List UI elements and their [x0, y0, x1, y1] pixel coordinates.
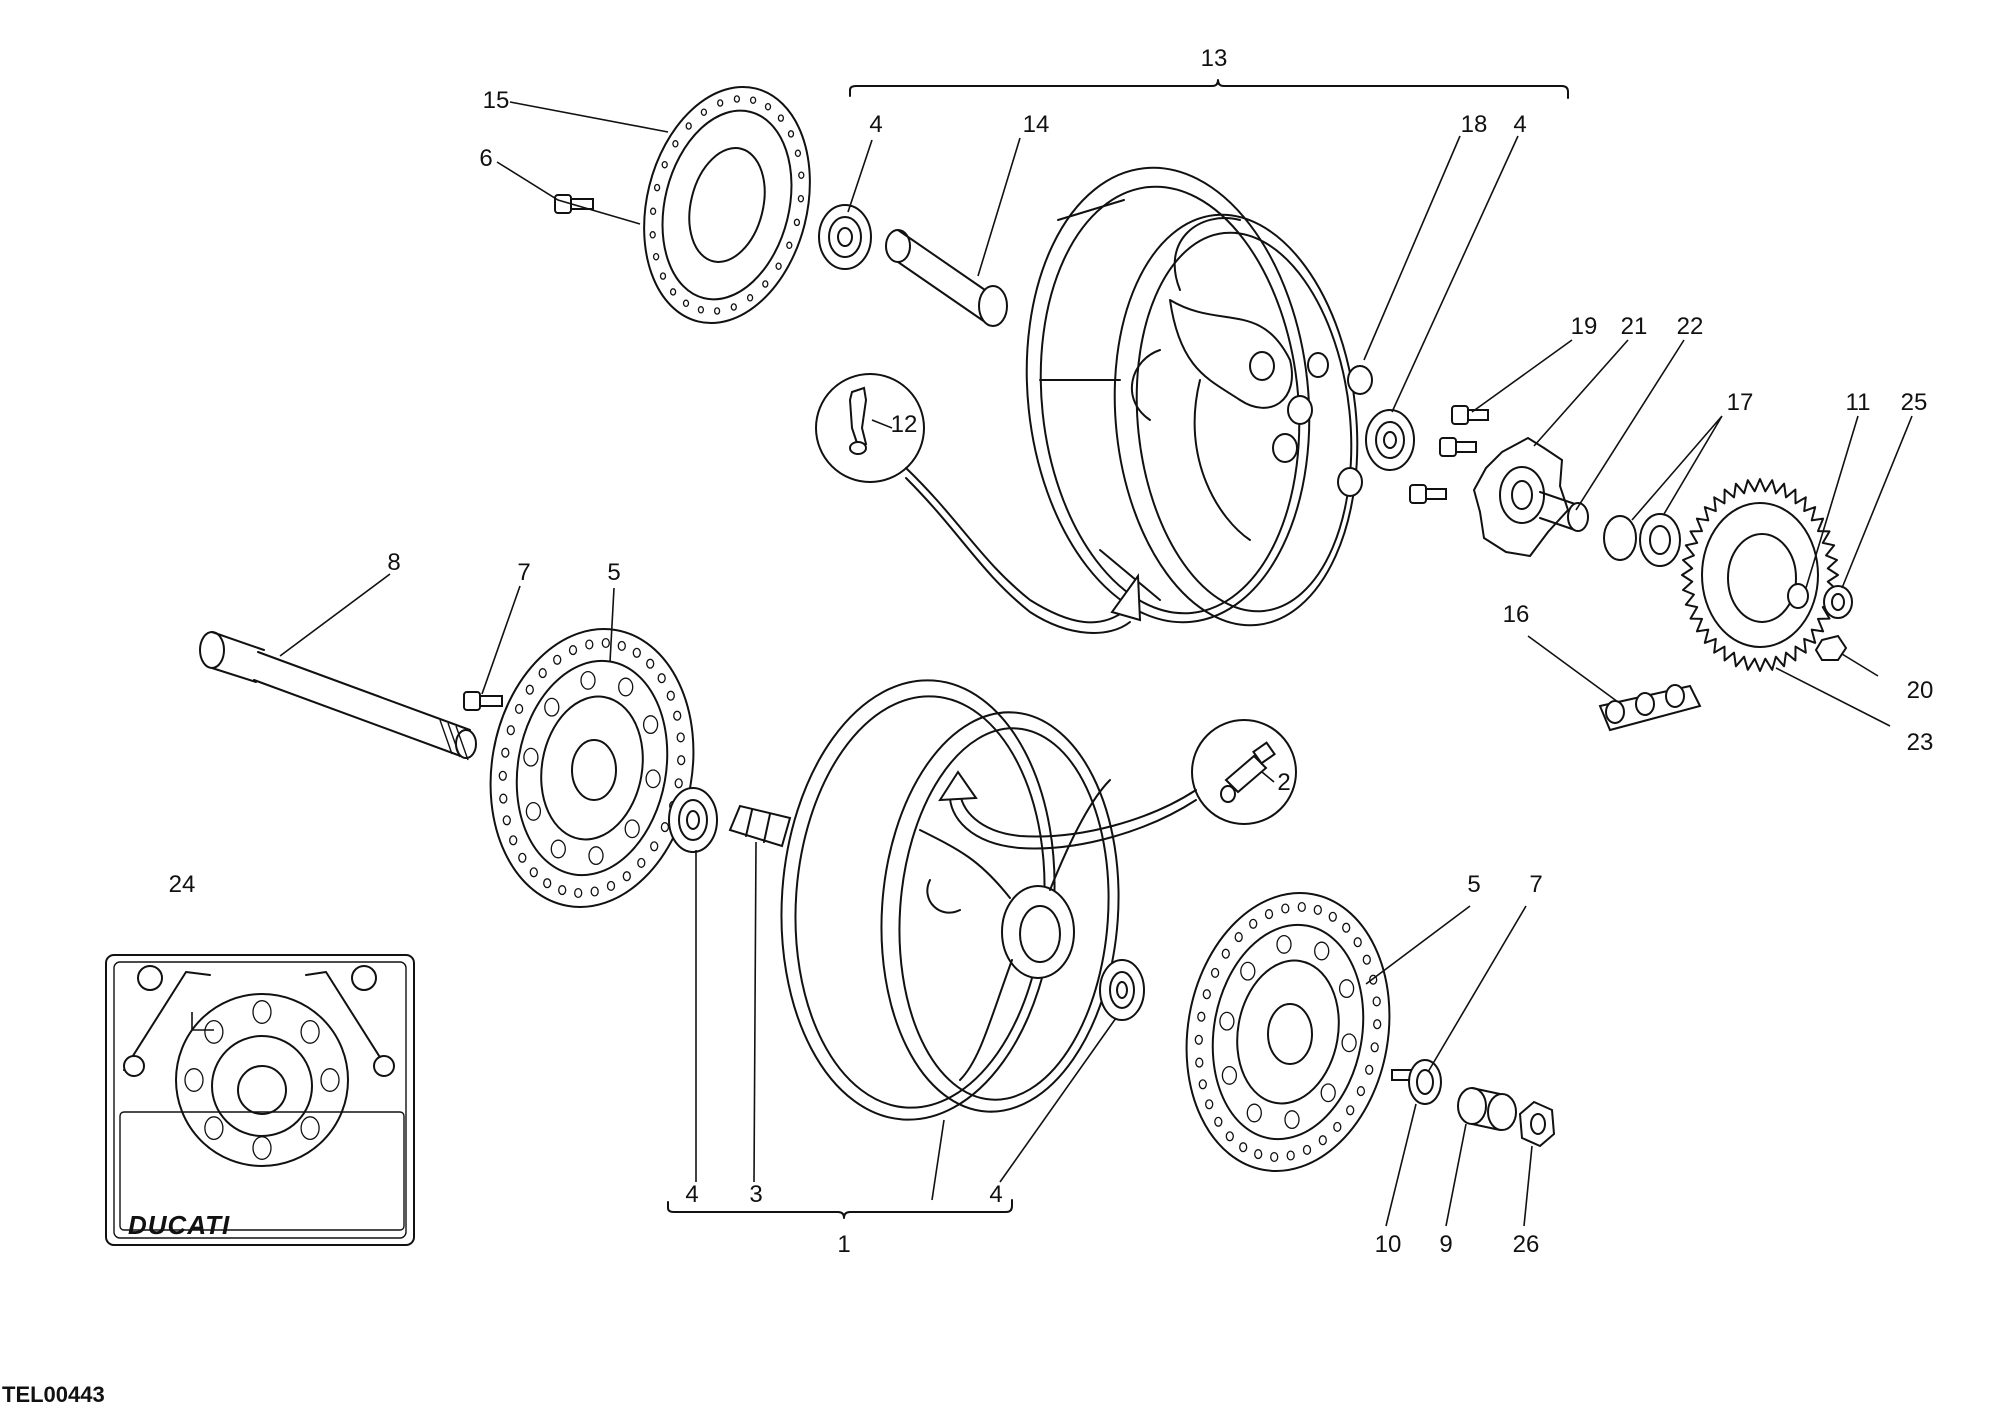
callout-1: 1 — [837, 1231, 850, 1258]
chain-master-link — [1598, 684, 1702, 732]
callout-4: 4 — [989, 1181, 1002, 1208]
callout-5: 5 — [1467, 871, 1480, 898]
front-wheel — [780, 679, 1120, 1121]
front-axle — [199, 631, 477, 761]
callout-22: 22 — [1677, 313, 1704, 340]
callout-19: 19 — [1571, 313, 1598, 340]
callout-26: 26 — [1513, 1231, 1540, 1258]
callout-4: 4 — [685, 1181, 698, 1208]
rear-sprocket — [1681, 478, 1839, 672]
callout-7: 7 — [1529, 871, 1542, 898]
callout-2: 2 — [1277, 769, 1290, 796]
front-valve-inset — [938, 719, 1297, 850]
leader-lines — [191, 101, 1913, 1227]
callout-6: 6 — [479, 145, 492, 172]
front-bearing-left — [668, 787, 718, 853]
front-bearing-right — [1099, 959, 1145, 1021]
rear-spacer-14 — [885, 229, 1008, 327]
rear-wheel — [1025, 166, 1359, 627]
callout-4: 4 — [1513, 111, 1526, 138]
callout-10: 10 — [1375, 1231, 1402, 1258]
rear-bearing-right — [1365, 409, 1415, 471]
callout-13: 13 — [1201, 45, 1228, 72]
callouts: 13 15 6 4 14 18 4 19 21 22 17 11 25 12 1… — [169, 45, 1934, 1258]
callout-3: 3 — [749, 1181, 762, 1208]
front-spacer-3 — [728, 804, 792, 848]
callout-20: 20 — [1907, 677, 1934, 704]
callout-25: 25 — [1901, 389, 1928, 416]
sprocket-fasteners — [1787, 583, 1853, 661]
rear-valve-inset — [815, 373, 1142, 634]
rear-brake-disc — [643, 85, 811, 325]
rear-hub-studs — [1249, 351, 1373, 497]
callout-23: 23 — [1907, 729, 1934, 756]
front-axle-hardware — [1408, 1059, 1556, 1148]
carrier-shaft — [1539, 491, 1589, 532]
sprocket-carrier — [1472, 436, 1570, 558]
callout-15: 15 — [483, 87, 510, 114]
callout-17: 17 — [1727, 389, 1754, 416]
bracket-13 — [849, 79, 1569, 99]
front-right-brake-disc — [1185, 892, 1391, 1172]
inset-24-sprocket-cover — [105, 954, 415, 1246]
callout-5: 5 — [607, 559, 620, 586]
callout-7: 7 — [517, 559, 530, 586]
callout-8: 8 — [387, 549, 400, 576]
front-left-brake-disc — [489, 628, 695, 908]
callout-14: 14 — [1023, 111, 1050, 138]
callout-9: 9 — [1439, 1231, 1452, 1258]
callout-11: 11 — [1846, 389, 1871, 416]
drawing-code: TEL00443 — [2, 1382, 105, 1407]
sprocket-carrier-bolts — [1409, 405, 1489, 504]
callout-24: 24 — [169, 871, 196, 898]
rear-bearing-left — [818, 204, 872, 270]
callout-16: 16 — [1503, 601, 1530, 628]
ducati-logo: DUCATI — [128, 1210, 230, 1240]
callout-12: 12 — [891, 411, 918, 438]
bracket-1 — [667, 1199, 1013, 1219]
callout-4: 4 — [869, 111, 882, 138]
callout-18: 18 — [1461, 111, 1488, 138]
front-disc-bolt-left — [463, 691, 503, 711]
callout-21: 21 — [1621, 313, 1648, 340]
carrier-bearings — [1603, 513, 1681, 567]
